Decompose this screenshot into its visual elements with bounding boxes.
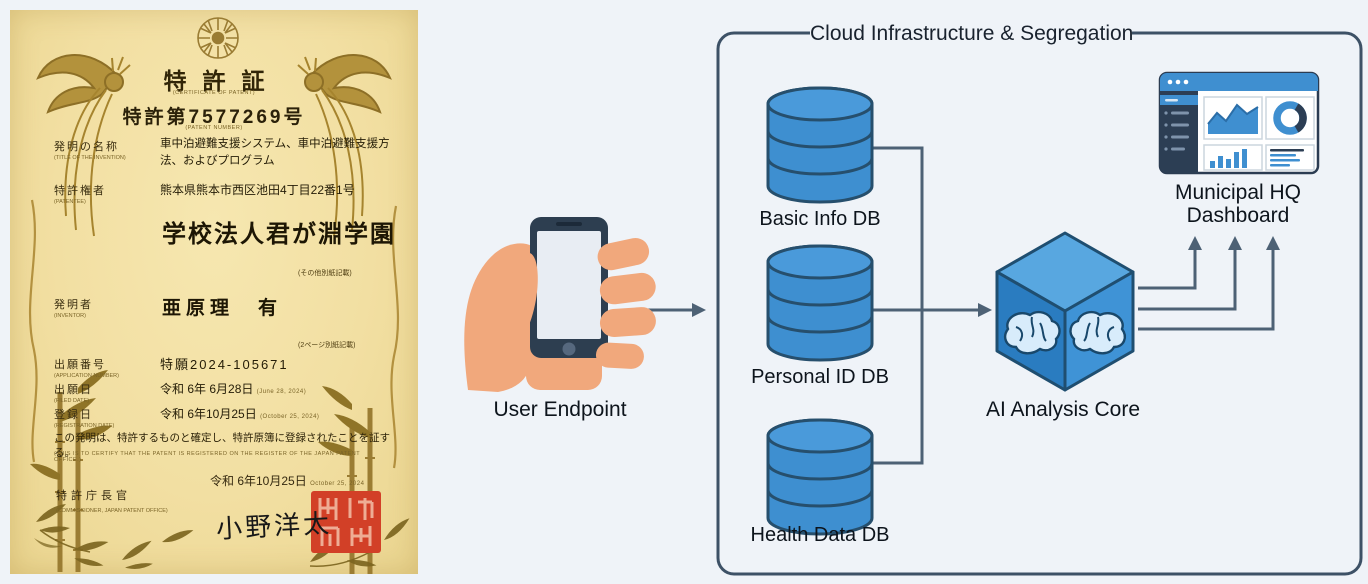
- red-seal-icon: [310, 490, 382, 554]
- brain-right-icon: [1069, 310, 1126, 355]
- bamboo-icon: [30, 370, 112, 572]
- field-label: 出願日 (FILED DATE): [54, 384, 93, 404]
- certificate-decorations: [28, 17, 410, 574]
- field-label: 発明の名称 (TITLE OF THE INVENTION): [54, 141, 126, 161]
- field-label: 発明者 (INVENTOR): [54, 299, 93, 319]
- cloud-box-title: Cloud Infrastructure & Segregation: [810, 20, 1133, 48]
- field-value: 令和 6年 6月28日 (June 28, 2024): [160, 382, 307, 396]
- ai-to-dashboard-arrows: [1138, 250, 1275, 331]
- personal-id-db-icon: [766, 244, 874, 362]
- certify-statement: この発明は、特許するものと確定し、特許原簿に登録されたことを証する。: [54, 432, 390, 459]
- inventor-name: 亜原理 有: [162, 298, 283, 319]
- ai-core-label: AI Analysis Core: [985, 398, 1141, 421]
- dashboard-icon: [1158, 71, 1320, 175]
- patent-number-en: (PATENT NUMBER): [185, 125, 243, 131]
- basic-info-db-icon: [766, 86, 874, 204]
- smartphone-hand-icon: [464, 217, 656, 392]
- commissioner-label: 特許庁長官 (COMMISSIONER, JAPAN PATENT OFFICE…: [56, 490, 168, 514]
- phoenix-icon: [36, 54, 131, 237]
- patent-certificate: 特許証 (CERTIFICATE OF PATENT) 特許第7577269号 …: [10, 10, 418, 574]
- patent-number: 特許第7577269号: [122, 107, 306, 128]
- ai-cube-icon: [995, 231, 1135, 392]
- commissioner-signature: 小野洋太: [215, 508, 333, 545]
- brain-left-icon: [1004, 310, 1061, 355]
- chrysanthemum-icon: [197, 17, 239, 59]
- user-endpoint-label: User Endpoint: [493, 398, 627, 421]
- field-value: 熊本県熊本市西区池田4丁目22番1号: [160, 183, 355, 197]
- arrowheads: [692, 303, 992, 317]
- basic-info-db-label: Basic Info DB: [759, 208, 881, 230]
- patentee-name: 学校法人君が淵学園: [162, 222, 396, 248]
- certificate-title-en: (CERTIFICATE OF PATENT): [172, 90, 256, 96]
- certificate-title: 特許証: [163, 69, 281, 94]
- field-value: 車中泊避難支援システム、車中泊避難支援方法、およびプログラム: [160, 138, 390, 167]
- field-label: 出願番号 (APPLICATION NUMBER): [54, 359, 119, 379]
- dashboard-label: Municipal HQ Dashboard: [1174, 181, 1302, 227]
- border-vines: [28, 199, 400, 469]
- personal-id-db-label: Personal ID DB: [751, 366, 889, 388]
- field-label: 特許権者 (PATENTEE): [54, 185, 106, 205]
- health-data-db-icon: [766, 418, 874, 536]
- note-other: (その他別紙記載): [298, 270, 352, 277]
- health-data-db-label: Health Data DB: [750, 524, 890, 546]
- field-value: 特願2024-105671: [160, 357, 289, 372]
- note-page2: (2ページ別紙記載): [298, 342, 356, 349]
- arrowheads-up: [1188, 236, 1280, 250]
- field-value: 令和 6年10月25日 (October 25, 2024): [160, 407, 320, 421]
- phoenix-icon: [297, 54, 392, 237]
- issue-date: 令和 6年10月25日 October 25, 2024: [210, 474, 365, 488]
- field-label: 登録日 (REGISTRATION DATE): [54, 409, 115, 429]
- certify-statement-en: (THIS IS TO CERTIFY THAT THE PATENT IS R…: [54, 451, 361, 463]
